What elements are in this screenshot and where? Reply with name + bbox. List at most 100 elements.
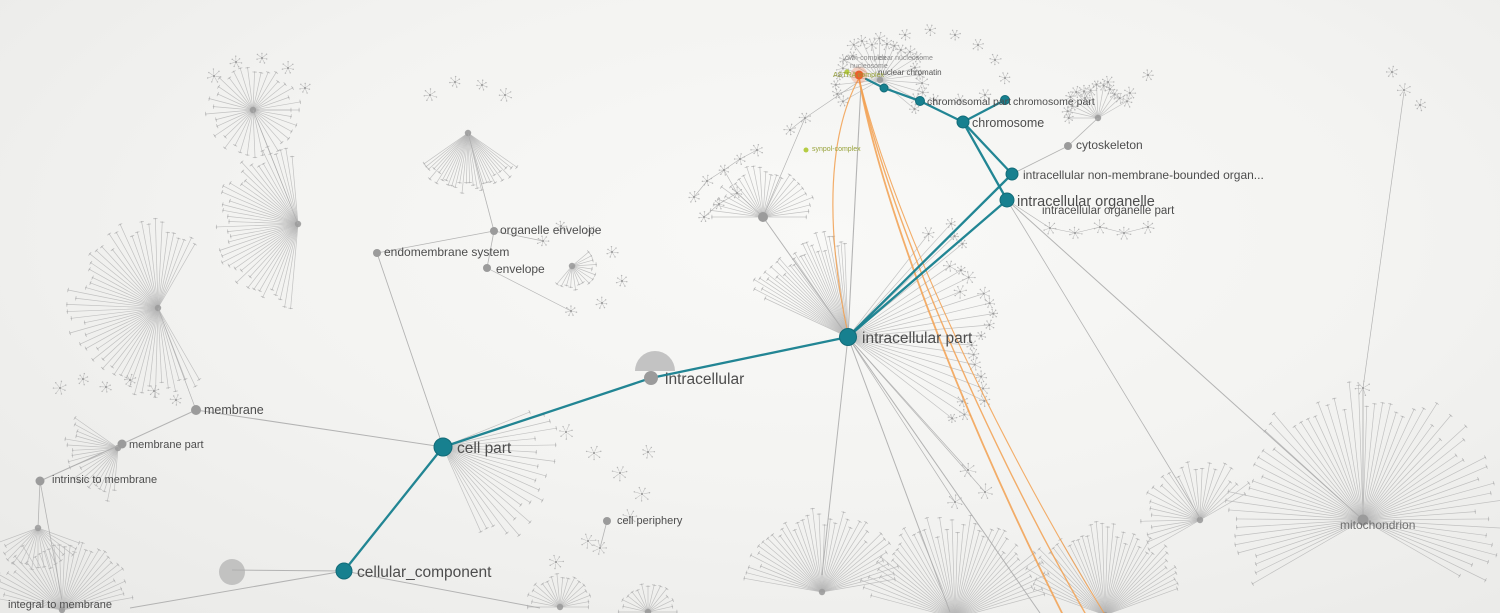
node-endomembrane-system[interactable] <box>373 249 381 257</box>
green-term-node[interactable] <box>844 69 850 75</box>
highlight-edge <box>961 120 1009 202</box>
starburst-node <box>1043 222 1057 235</box>
fan-cluster <box>1061 80 1133 124</box>
starburst-node <box>955 265 966 275</box>
term-label-chromosomal-part: chromosomal part <box>927 96 1011 108</box>
starburst-node <box>983 319 995 331</box>
node-mitochondrion[interactable] <box>1357 514 1369 526</box>
fan-cluster <box>1025 521 1179 613</box>
term-label-nucleosome: nucleosome <box>850 63 888 70</box>
starburst-node <box>846 38 860 51</box>
fan-cluster <box>709 165 814 221</box>
fan-cluster <box>844 217 999 423</box>
starburst-node <box>750 143 763 157</box>
starburst-node <box>423 88 438 102</box>
starburst-node <box>975 370 987 383</box>
starburst-node <box>449 75 461 88</box>
node-chromosome[interactable] <box>956 115 970 129</box>
orange-edge <box>858 77 1086 613</box>
term-label-membrane: membrane <box>204 403 264 417</box>
fan-cluster <box>204 66 301 159</box>
node-intracellular-part[interactable] <box>839 328 857 346</box>
starburst-node <box>536 235 550 247</box>
highlight-edge <box>882 86 922 103</box>
starburst-node <box>592 540 607 555</box>
starburst-node <box>1065 91 1076 103</box>
starburst-node <box>565 305 578 317</box>
starburst-node <box>909 103 920 114</box>
term-label-integral-to-membrane: integral to membrane <box>8 599 112 611</box>
node-intrinsic-to-membrane[interactable] <box>35 476 45 486</box>
starburst-node <box>124 373 137 386</box>
node-cytoskeleton[interactable] <box>1064 142 1072 150</box>
starburst-node <box>947 413 958 423</box>
starburst-node <box>967 348 980 361</box>
starburst-node <box>1354 380 1370 397</box>
node-membrane[interactable] <box>191 405 201 415</box>
node-envelope[interactable] <box>483 264 491 272</box>
fan-cluster <box>752 230 852 341</box>
starburst-node <box>832 88 843 99</box>
starburst-node <box>1070 85 1082 99</box>
term-label-cellular-component: cellular_component <box>357 564 492 581</box>
starburst-node <box>1101 75 1115 89</box>
graph-edges <box>37 81 1405 613</box>
orange-edge <box>858 77 1105 613</box>
starburst-node <box>1067 100 1078 112</box>
term-label-organelle-envelope: organelle envelope <box>500 223 602 237</box>
starburst-node <box>1093 219 1108 234</box>
highlight-edge <box>649 335 850 380</box>
starburst-node <box>229 55 243 68</box>
starburst-node <box>730 186 743 199</box>
starburst-node <box>77 372 89 386</box>
starburst-node <box>798 112 811 124</box>
starburst-node <box>549 554 565 570</box>
node-chromosome-part[interactable] <box>1000 95 1010 105</box>
starburst-node <box>1091 80 1102 90</box>
fan-cluster <box>439 409 558 537</box>
starburst-node <box>642 445 656 459</box>
starburst-node <box>281 61 294 74</box>
starburst-node <box>972 38 984 51</box>
starburst-node <box>595 296 608 309</box>
fan-cluster <box>743 507 899 596</box>
starburst-node <box>949 29 961 41</box>
starburst-node <box>1109 89 1120 100</box>
node-cellular-component[interactable] <box>335 562 353 580</box>
disc-node <box>219 559 245 585</box>
starburst-node <box>977 286 990 301</box>
fan-cluster <box>555 250 597 291</box>
term-label-chromosome: chromosome <box>972 116 1044 130</box>
highlight-edge <box>961 98 1007 124</box>
starburst-node <box>52 380 67 395</box>
node-intracellular-non-membrane-bounded-organel[interactable] <box>1005 167 1019 181</box>
selected-term-node[interactable] <box>854 70 864 80</box>
node-organelle-cluster[interactable] <box>758 212 768 222</box>
node-chromatin[interactable] <box>879 83 889 93</box>
node-cell-periphery[interactable] <box>603 517 611 525</box>
starburst-node <box>839 54 850 65</box>
term-label-mitochondrion: mitochondrion <box>1340 518 1415 532</box>
node-chromosomal-part[interactable] <box>915 96 925 106</box>
starburst-node <box>1116 226 1132 240</box>
node-membrane-part[interactable] <box>117 439 127 449</box>
node-organelle-envelope[interactable] <box>490 227 498 235</box>
starburst-node <box>953 285 967 299</box>
term-label-intracellular-non-membrane-bounded-organ: intracellular non-membrane-bounded organ… <box>1023 168 1264 182</box>
node-intracellular-organelle[interactable] <box>999 192 1015 208</box>
fan-cluster <box>1225 381 1500 586</box>
node-cell-part[interactable] <box>433 437 453 457</box>
term-label-clear-nucleosome: clear nucleosome <box>878 55 933 62</box>
starburst-node <box>837 95 849 107</box>
starburst-node <box>622 509 638 525</box>
starburst-node <box>978 89 992 101</box>
term-label-chromosome-part: chromosome part <box>1013 96 1095 108</box>
node-intracellular[interactable] <box>644 371 658 385</box>
fan-cluster <box>66 217 202 399</box>
starburst-node <box>947 494 963 510</box>
term-label-intracellular: intracellular <box>665 371 744 388</box>
green-term-node-2[interactable] <box>803 147 809 153</box>
starburst-node <box>962 271 976 284</box>
